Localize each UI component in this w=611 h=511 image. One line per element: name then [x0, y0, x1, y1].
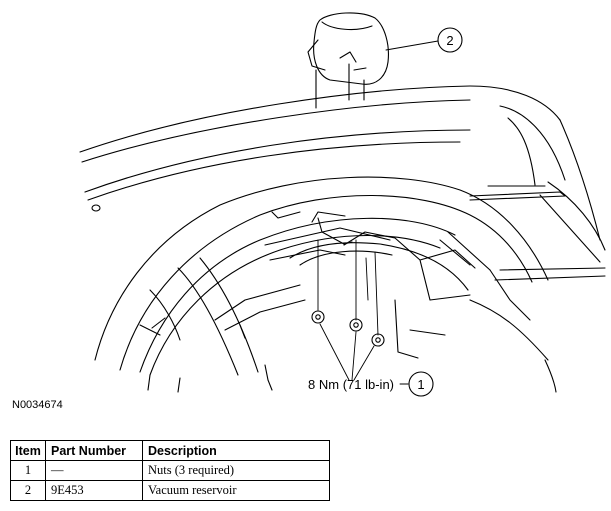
vacuum-reservoir	[307, 12, 389, 109]
wheel-arch-outline	[94, 176, 549, 393]
figure-id: N0034674	[12, 399, 63, 411]
table-header-row: Item Part Number Description	[10, 440, 330, 461]
cell-item: 2	[10, 480, 46, 501]
nut-1	[311, 310, 325, 324]
nut-3	[371, 333, 385, 347]
table-row: 1 — Nuts (3 required)	[10, 460, 330, 481]
cell-description: Vacuum reservoir	[142, 480, 330, 501]
bumper-outline	[469, 267, 606, 393]
leader-lines	[319, 40, 439, 385]
header-item: Item	[10, 440, 46, 461]
wheelhouse-liner	[271, 211, 531, 359]
studs	[317, 239, 379, 336]
cell-description: Nuts (3 required)	[142, 460, 330, 481]
callout-1-circle	[408, 371, 434, 397]
body-panel-outline	[79, 85, 606, 263]
torque-spec-label: 8 Nm (71 lb-in)	[308, 377, 394, 392]
nut-2	[349, 318, 363, 332]
callout-2-label: 2	[446, 33, 453, 48]
cell-part-number: 9E453	[45, 480, 143, 501]
table-row: 2 9E453 Vacuum reservoir	[10, 480, 330, 501]
parts-table: Item Part Number Description 1 — Nuts (3…	[10, 440, 330, 501]
exploded-view-diagram: 2 1 8 Nm (71 lb-in)	[79, 12, 606, 397]
cell-part-number: —	[45, 460, 143, 481]
header-description: Description	[142, 440, 330, 461]
header-part-number: Part Number	[45, 440, 143, 461]
callout-2-circle	[437, 27, 463, 53]
cell-item: 1	[10, 460, 46, 481]
callout-1-label: 1	[417, 377, 424, 392]
body-hole	[91, 204, 101, 212]
